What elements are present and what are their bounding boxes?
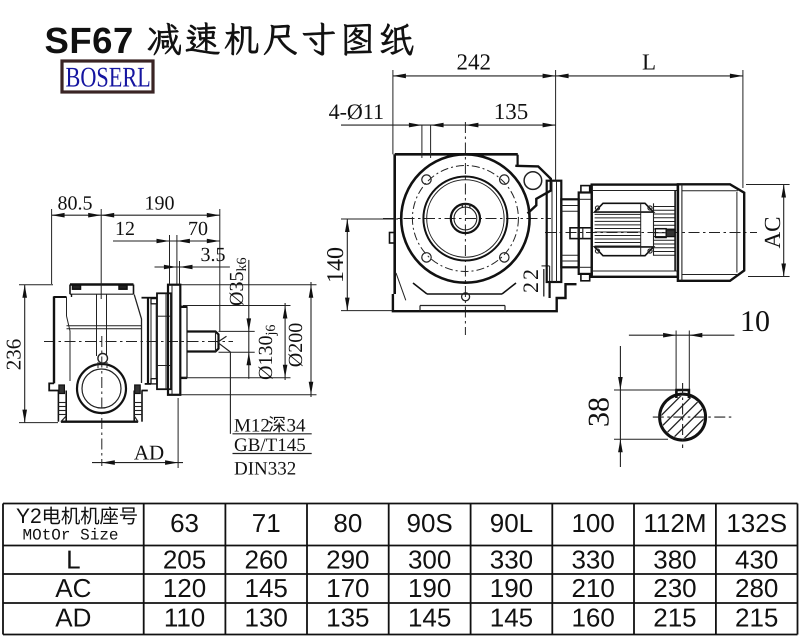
svg-text:190: 190 xyxy=(490,573,533,603)
svg-text:L: L xyxy=(66,545,80,575)
svg-text:12: 12 xyxy=(115,218,135,240)
svg-text:145: 145 xyxy=(408,603,451,633)
svg-text:L: L xyxy=(642,50,656,75)
svg-text:80: 80 xyxy=(333,508,362,538)
svg-text:130: 130 xyxy=(245,603,288,633)
svg-text:110: 110 xyxy=(164,603,205,633)
svg-text:Ø35k6: Ø35k6 xyxy=(226,258,250,306)
svg-text:Ø130j6: Ø130j6 xyxy=(255,325,279,380)
svg-text:MOtOr Size: MOtOr Size xyxy=(23,527,119,545)
svg-text:M12: M12 xyxy=(234,416,270,437)
svg-text:Ø200: Ø200 xyxy=(285,323,307,367)
svg-text:DIN332: DIN332 xyxy=(234,459,296,480)
svg-text:430: 430 xyxy=(735,545,778,575)
svg-text:236: 236 xyxy=(2,339,26,371)
svg-text:AC: AC xyxy=(760,217,785,249)
svg-text:300: 300 xyxy=(408,545,451,575)
svg-text:BOSERL: BOSERL xyxy=(66,63,151,94)
svg-text:120: 120 xyxy=(163,573,206,603)
svg-text:80.5: 80.5 xyxy=(58,193,93,215)
svg-text:70: 70 xyxy=(188,218,208,240)
svg-text:135: 135 xyxy=(494,99,529,124)
svg-text:22: 22 xyxy=(518,267,543,293)
svg-text:38: 38 xyxy=(583,397,616,427)
svg-text:280: 280 xyxy=(735,573,778,603)
svg-text:205: 205 xyxy=(163,545,206,575)
svg-text:145: 145 xyxy=(490,603,533,633)
svg-text:330: 330 xyxy=(490,545,533,575)
svg-text:90L: 90L xyxy=(490,508,533,538)
svg-text:SF67: SF67 xyxy=(45,20,134,61)
svg-text:260: 260 xyxy=(245,545,288,575)
svg-text:330: 330 xyxy=(571,545,614,575)
svg-text:140: 140 xyxy=(323,247,349,283)
svg-text:4-Ø11: 4-Ø11 xyxy=(329,99,384,124)
svg-text:3.5: 3.5 xyxy=(201,244,226,266)
svg-text:GB/T145: GB/T145 xyxy=(234,435,306,456)
svg-text:230: 230 xyxy=(653,573,696,603)
svg-text:100: 100 xyxy=(571,508,614,538)
svg-text:90S: 90S xyxy=(407,508,453,538)
svg-text:210: 210 xyxy=(571,573,614,603)
svg-text:AC: AC xyxy=(55,573,91,603)
svg-text:145: 145 xyxy=(245,573,288,603)
svg-text:160: 160 xyxy=(571,603,614,633)
svg-text:Y2: Y2 xyxy=(16,505,42,528)
svg-text:34: 34 xyxy=(287,416,307,437)
svg-text:AD: AD xyxy=(134,441,164,465)
svg-text:170: 170 xyxy=(326,573,369,603)
svg-text:242: 242 xyxy=(456,50,491,75)
svg-text:215: 215 xyxy=(653,603,696,633)
svg-text:190: 190 xyxy=(408,573,451,603)
svg-text:132S: 132S xyxy=(726,508,787,538)
svg-text:10: 10 xyxy=(740,305,770,338)
svg-text:135: 135 xyxy=(326,603,369,633)
svg-text:290: 290 xyxy=(326,545,369,575)
svg-text:71: 71 xyxy=(252,508,281,538)
svg-text:380: 380 xyxy=(653,545,696,575)
svg-text:215: 215 xyxy=(735,603,778,633)
svg-text:112M: 112M xyxy=(643,508,706,538)
svg-text:190: 190 xyxy=(145,193,175,215)
svg-text:AD: AD xyxy=(55,603,91,633)
svg-text:63: 63 xyxy=(170,508,199,538)
